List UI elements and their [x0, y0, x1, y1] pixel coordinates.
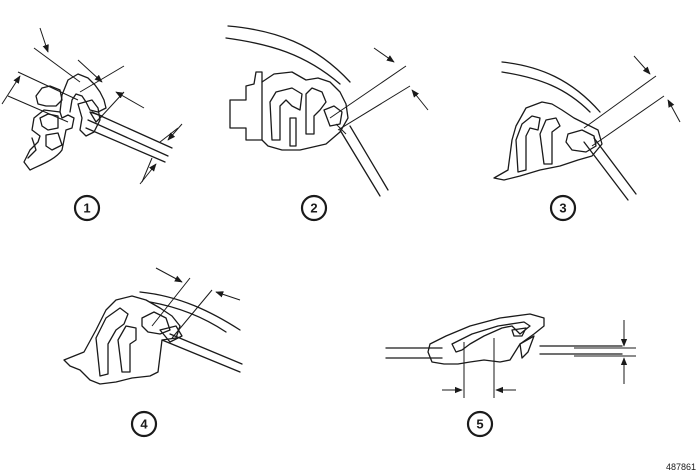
callout-3-label: 3 — [559, 201, 566, 216]
seal-view-2 — [225, 25, 429, 197]
callout-3: 3 — [549, 194, 577, 222]
callout-5: 5 — [466, 410, 494, 438]
callout-1-label: 1 — [83, 201, 90, 216]
seal-view-5 — [385, 313, 636, 398]
callout-4: 4 — [130, 410, 158, 438]
callout-5-label: 5 — [476, 417, 483, 432]
figure-reference-number: 487861 — [666, 462, 696, 472]
seal-view-3 — [493, 55, 681, 201]
callout-4-label: 4 — [140, 417, 148, 432]
seal-view-1 — [1, 27, 183, 185]
callout-2: 2 — [300, 194, 328, 222]
callout-1: 1 — [73, 194, 101, 222]
seal-view-4 — [63, 267, 243, 385]
callout-2-label: 2 — [310, 201, 317, 216]
